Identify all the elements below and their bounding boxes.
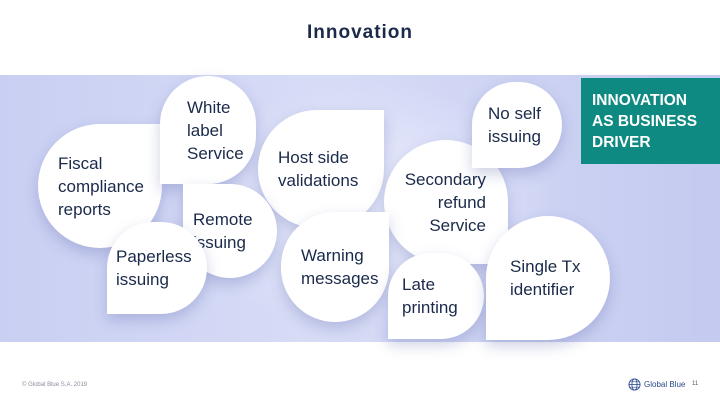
- bubble-white-label: White label Service: [160, 76, 256, 184]
- global-blue-logo: Global Blue: [628, 378, 685, 391]
- bubble-label: Paperless issuing: [116, 247, 192, 289]
- globe-icon: [628, 378, 641, 391]
- bubble-label: Single Tx identifier: [510, 257, 581, 299]
- slide-title: Innovation: [306, 22, 414, 43]
- bubble-paperless-issuing: Paperless issuing: [107, 222, 207, 314]
- bubble-single-tx-identifier: Single Tx identifier: [486, 216, 610, 340]
- bubble-label: Fiscal compliance reports: [58, 153, 144, 219]
- bubble-host-side: Host side validations: [258, 110, 384, 228]
- logo-text: Global Blue: [644, 380, 686, 389]
- bubble-label: Remote issuing: [193, 210, 253, 252]
- page-number: 11: [692, 381, 699, 387]
- bubble-label: Warning messages: [301, 246, 379, 288]
- copyright-text: © Global Blue S.A. 2019: [22, 382, 88, 388]
- bubble-label: Secondary refund Service: [404, 169, 486, 235]
- bubble-warning-messages: Warning messages: [281, 212, 389, 322]
- bubble-late-printing: Late printing: [388, 253, 484, 339]
- bubble-label: White label Service: [187, 97, 244, 163]
- bubble-no-self-issuing: No self issuing: [472, 82, 562, 168]
- bubble-label: Late printing: [402, 275, 458, 317]
- innovation-callout: INNOVATION AS BUSINESS DRIVER: [581, 78, 720, 164]
- bubble-label: No self issuing: [488, 104, 541, 146]
- bubble-label: Host side validations: [278, 148, 359, 190]
